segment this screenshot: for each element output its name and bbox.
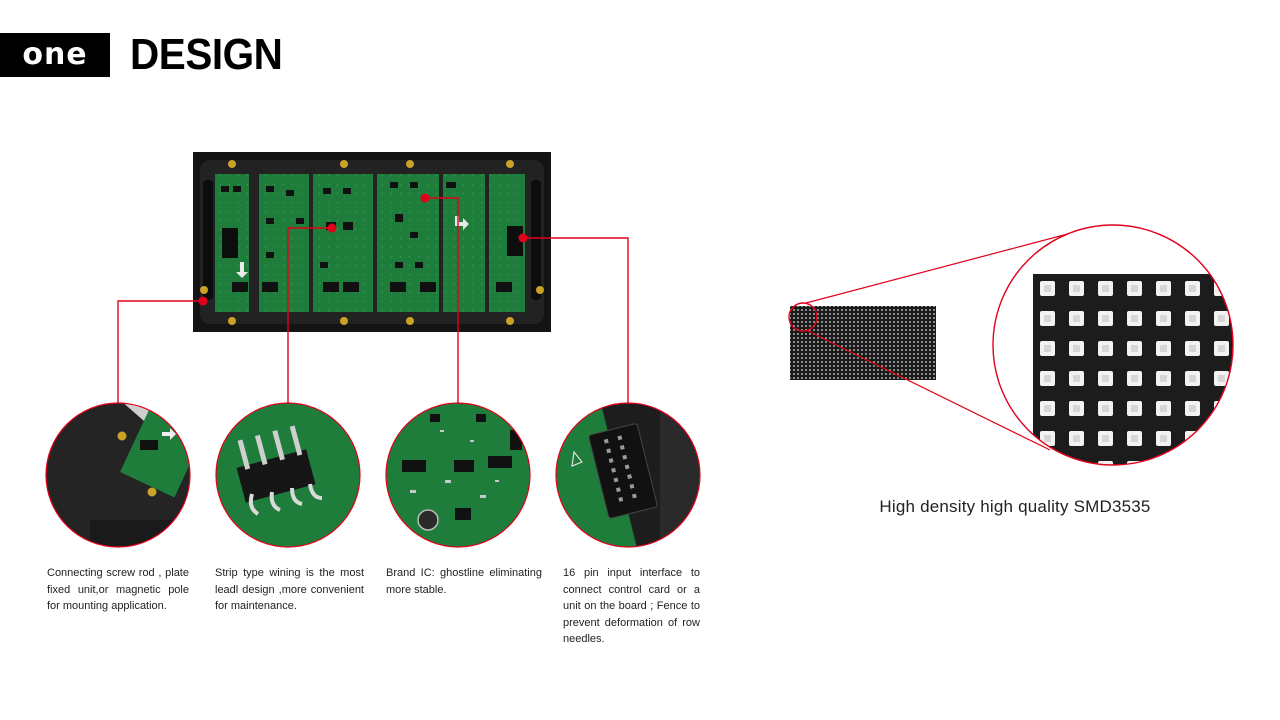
led-pixel-core <box>1218 465 1225 472</box>
led-pixel-core <box>1044 465 1051 472</box>
led-pixel-core <box>1189 405 1196 412</box>
led-pixel-core <box>1073 465 1080 472</box>
led-pixel-core <box>1073 405 1080 412</box>
led-pixel-core <box>1189 285 1196 292</box>
led-module-front <box>790 306 936 380</box>
led-pixel-core <box>1102 345 1109 352</box>
led-pixel-core <box>1102 405 1109 412</box>
detail-circle-3 <box>385 402 531 548</box>
detail-screw-rod <box>46 403 190 547</box>
led-pixel-core <box>1044 405 1051 412</box>
led-pixel-core <box>1218 405 1225 412</box>
led-pixel-core <box>1160 405 1167 412</box>
led-pixel-core <box>1189 375 1196 382</box>
led-pixel-core <box>1131 285 1138 292</box>
led-pixel-core <box>1189 315 1196 322</box>
led-pixel <box>1040 461 1055 465</box>
caption-16-pin-interface: 16 pin input interface to connect contro… <box>563 567 700 645</box>
led-pixel-core <box>1160 465 1167 472</box>
led-pixel-core <box>1189 435 1196 442</box>
led-pixel-core <box>1044 435 1051 442</box>
led-pixel-core <box>1189 465 1196 472</box>
led-pixel-core <box>1131 345 1138 352</box>
caption-screw-rod: Connecting screw rod , plate fixed unit,… <box>47 567 189 612</box>
led-pixel <box>1069 461 1084 465</box>
led-pixel-core <box>1102 435 1109 442</box>
detail-circle-2 <box>215 402 361 548</box>
page-title: DESIGN <box>130 30 283 79</box>
pcb-boards <box>215 174 525 312</box>
pcb-chips <box>221 182 523 292</box>
led-pixel-core <box>1160 315 1167 322</box>
led-pixel-core <box>1102 315 1109 322</box>
detail-circle-1 <box>45 402 191 548</box>
led-pixel-core <box>1044 375 1051 382</box>
led-pixel <box>1214 431 1229 446</box>
led-pixel <box>1185 461 1200 465</box>
led-pixel-core <box>1160 345 1167 352</box>
led-pixel <box>1214 401 1229 416</box>
led-pixel-core <box>1131 465 1138 472</box>
led-pixel-core <box>1102 375 1109 382</box>
header-badge <box>0 33 110 77</box>
led-pixel-core <box>1160 375 1167 382</box>
led-pixel-core <box>1073 315 1080 322</box>
smd-caption: High density high quality SMD3535 <box>879 497 1151 516</box>
led-pixel <box>1156 461 1171 465</box>
zoom-lines <box>805 225 1099 451</box>
zoom-circle <box>992 224 1234 466</box>
led-pixel-core <box>1189 345 1196 352</box>
detail-circle-4 <box>555 402 701 548</box>
led-pixel-core <box>1160 285 1167 292</box>
led-zoom-view <box>993 225 1233 472</box>
led-pixel-core <box>1102 285 1109 292</box>
led-pixel-core <box>1131 315 1138 322</box>
led-pixel-core <box>1131 405 1138 412</box>
led-pixel-core <box>1102 465 1109 472</box>
led-pixel-core <box>1044 315 1051 322</box>
led-pixel <box>1098 461 1113 465</box>
led-pixel-core <box>1044 345 1051 352</box>
led-pixel-core <box>1073 375 1080 382</box>
header-badge-text: one <box>22 37 88 72</box>
led-pixel-core <box>1131 435 1138 442</box>
led-pixel-core <box>1073 435 1080 442</box>
zoom-source-circle <box>788 302 818 332</box>
led-pixel-core <box>1160 435 1167 442</box>
led-pixel-core <box>1073 285 1080 292</box>
led-pixel-core <box>1073 345 1080 352</box>
led-pixel <box>1214 461 1229 465</box>
detail-16-pin-interface <box>556 403 700 547</box>
detail-brand-ic <box>386 403 530 547</box>
callout-lines <box>117 197 629 403</box>
led-pixel-core <box>1044 285 1051 292</box>
led-pixel-core <box>1131 375 1138 382</box>
led-pixel-core <box>1218 315 1225 322</box>
callout-dots <box>198 193 528 306</box>
caption-strip-wiring: Strip type wining is the most leadl desi… <box>215 567 364 612</box>
led-module-back <box>193 152 551 332</box>
caption-brand-ic: Brand IC: ghostline eliminating more sta… <box>386 567 542 596</box>
detail-strip-wiring <box>216 403 360 547</box>
led-pixel-core <box>1218 435 1225 442</box>
led-pixel-core <box>1218 345 1225 352</box>
led-pixel-core <box>1218 375 1225 382</box>
mounting-screws <box>200 160 544 325</box>
